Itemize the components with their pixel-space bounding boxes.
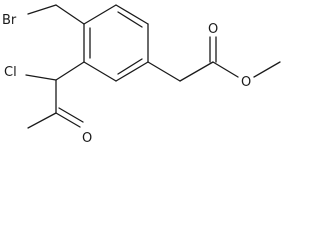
atom-label-br: Br <box>2 13 17 28</box>
molecule-diagram: Br Cl O O O <box>2 4 281 146</box>
bond-ring-to-chcl <box>55 61 85 81</box>
bond-ring-to-ch2-ester <box>147 61 181 82</box>
atom-label-o-ester: O <box>241 75 251 90</box>
bond-lines <box>25 4 281 129</box>
bond-ch2-to-cester <box>179 61 214 82</box>
bond-co-to-ch3 <box>27 112 57 129</box>
bond-ketone-double-b <box>58 107 84 123</box>
bond-ring-c3-c4 <box>115 61 149 82</box>
bond-ring-to-ch2 <box>55 4 85 25</box>
bond-ring-c1-c2 <box>115 4 149 25</box>
atom-label-o-ketone: O <box>82 131 92 146</box>
bond-ring-double-top <box>117 11 143 28</box>
atom-label-cl: Cl <box>4 65 17 80</box>
bond-chcl-to-cl <box>25 74 57 81</box>
atom-labels: Br Cl O O O <box>2 13 251 146</box>
structure-canvas: Br Cl O O O <box>2 4 281 146</box>
bond-o-to-methyl <box>253 61 281 78</box>
bond-ring-double-bottom <box>117 58 143 75</box>
bond-ring-c4-c5 <box>83 61 117 82</box>
bond-ring-c6-c1 <box>83 4 117 25</box>
atom-label-o-carbonyl: O <box>208 22 218 37</box>
bond-ketone-double-a <box>55 112 81 128</box>
bond-cester-to-o <box>212 61 239 78</box>
bond-ch2-to-br <box>27 4 57 15</box>
